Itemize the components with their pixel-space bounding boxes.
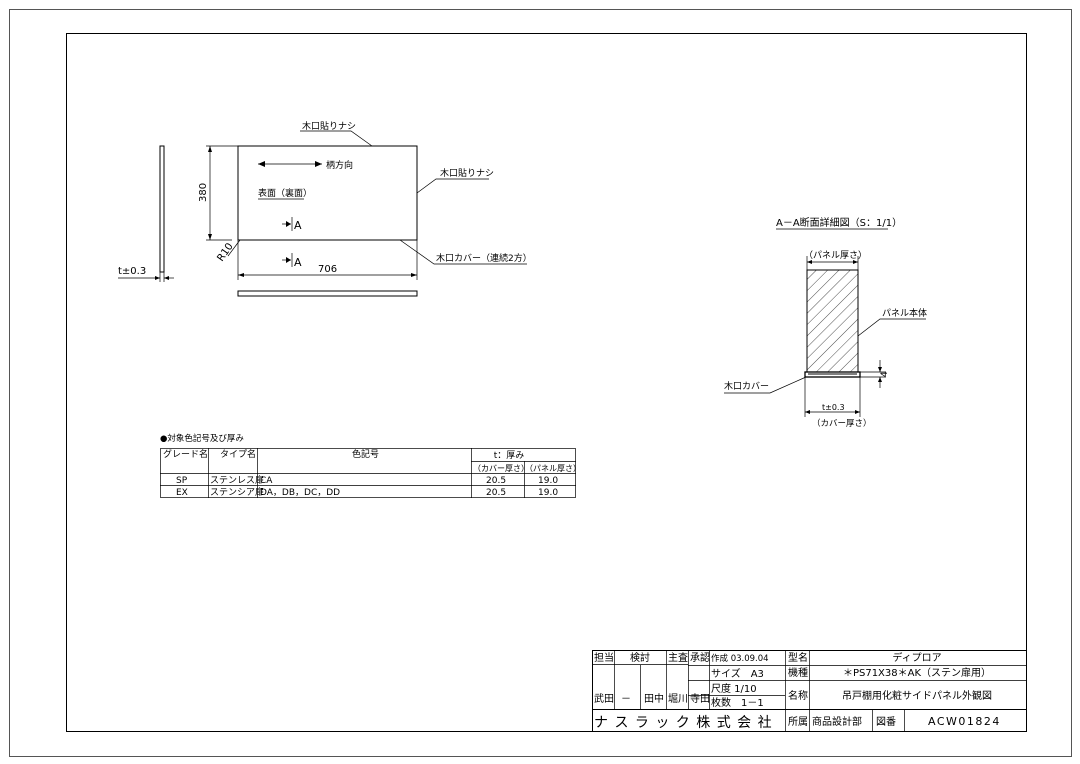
- tb-kishu: ＊PS71X38＊AK（ステン扉用）: [843, 666, 991, 679]
- edge-label-right: 木口貼りナシ: [440, 167, 494, 179]
- header-panel-thickness: （パネル厚さ）: [525, 464, 581, 473]
- tb-tanto-name: 武田: [594, 692, 614, 705]
- table-title: ●対象色記号及び厚み: [160, 433, 244, 444]
- row2-color: DA，DB，DC，DD: [260, 488, 340, 498]
- outer-page-border: [9, 9, 1072, 757]
- tb-label-name: 名称: [788, 689, 808, 702]
- tb-label-kishu: 機種: [788, 666, 808, 679]
- width-dim: 706: [318, 264, 337, 275]
- panel-body-label: パネル本体: [882, 307, 927, 319]
- panel-section-hatch: [806, 269, 859, 373]
- tb-header-tanto: 担当: [594, 651, 614, 664]
- panel-thickness-label: （パネル厚さ）: [804, 250, 867, 261]
- tb-kento-b: 田中: [644, 692, 664, 705]
- header-thickness: t：厚み: [494, 450, 525, 461]
- title-block: 担当 検討 主査 承認 武田 － 田中 堀川 寺田 作成 03.09.04 サイ…: [592, 650, 1027, 732]
- section-mark-1: A: [294, 219, 302, 232]
- tb-size: サイズ A3: [711, 667, 764, 680]
- tb-company: ナ ス ラ ッ ク 株 式 会 社: [594, 715, 773, 731]
- tb-dept: 商品設計部: [812, 715, 862, 728]
- header-cover-thickness: （カバー厚さ）: [473, 464, 529, 473]
- row1-cover: 20.5: [486, 476, 506, 486]
- tb-shusa-name: 堀川: [668, 693, 688, 705]
- row1-panel: 19.0: [538, 476, 558, 486]
- header-grade: グレード名: [163, 448, 208, 460]
- tb-label-dept: 所属: [788, 716, 808, 728]
- header-color: 色記号: [352, 448, 379, 460]
- drawing-frame: [66, 33, 1027, 732]
- edge-cover-label: 木口カバー: [724, 380, 769, 392]
- row2-panel: 19.0: [538, 488, 558, 498]
- cover-dim: 4: [880, 371, 890, 377]
- row2-type: ステンシア扉: [210, 486, 264, 498]
- tb-scale: 尺度 1/10: [711, 682, 757, 695]
- edge-label-top: 木口貼りナシ: [302, 120, 356, 132]
- row1-type: ステンレス扉: [210, 474, 264, 486]
- cover-t-label: t±0.3: [822, 403, 845, 412]
- grain-direction-label: 柄方向: [326, 159, 353, 171]
- cover-label: 木口カバー（連続2方）: [436, 252, 532, 264]
- tb-label-model: 型名: [788, 651, 808, 664]
- thickness-label: t±0.3: [118, 266, 146, 277]
- row1-grade: SP: [176, 476, 188, 486]
- tb-header-shusa: 主査: [668, 651, 688, 664]
- row2-cover: 20.5: [486, 488, 506, 498]
- tb-header-kento: 検討: [630, 651, 650, 664]
- tb-model: ディプロア: [892, 651, 941, 664]
- front-view: t±0.3 木口貼りナシ 木口貼りナシ 柄方向 表面（裏面） A 380: [118, 120, 532, 297]
- radius-dim: R10: [215, 241, 235, 263]
- section-title: A－A断面詳細図（S：1/1）: [776, 216, 902, 229]
- color-table: ●対象色記号及び厚み グレード名 タイプ名 色記号 t：厚み （カバー厚さ） （…: [160, 433, 581, 498]
- cover-thickness-label: （カバー厚さ）: [812, 418, 872, 429]
- tb-dwg-no: ACW01824: [928, 715, 1001, 728]
- section-view: A－A断面詳細図（S：1/1） （パネル厚さ） パネル本体 4 木口カバー: [724, 216, 927, 429]
- section-mark-2: A: [294, 256, 302, 269]
- tb-shonin-name: 寺田: [690, 693, 710, 705]
- tb-sheets: 枚数 1－1: [711, 696, 764, 709]
- tb-header-shonin: 承認: [690, 651, 710, 664]
- tb-name: 吊戸棚用化粧サイドパネル外観図: [842, 689, 992, 702]
- tb-created: 作成 03.09.04: [711, 653, 769, 664]
- tb-kento-a: －: [621, 694, 631, 705]
- side-edge-view: [159, 145, 165, 273]
- row2-grade: EX: [176, 488, 188, 498]
- row1-color: CA: [260, 476, 273, 486]
- height-dim: 380: [198, 183, 209, 202]
- face-label: 表面（裏面）: [258, 187, 312, 199]
- header-type: タイプ名: [220, 448, 256, 460]
- tb-label-dwg: 図番: [876, 716, 896, 728]
- bottom-edge-view: [237, 290, 418, 297]
